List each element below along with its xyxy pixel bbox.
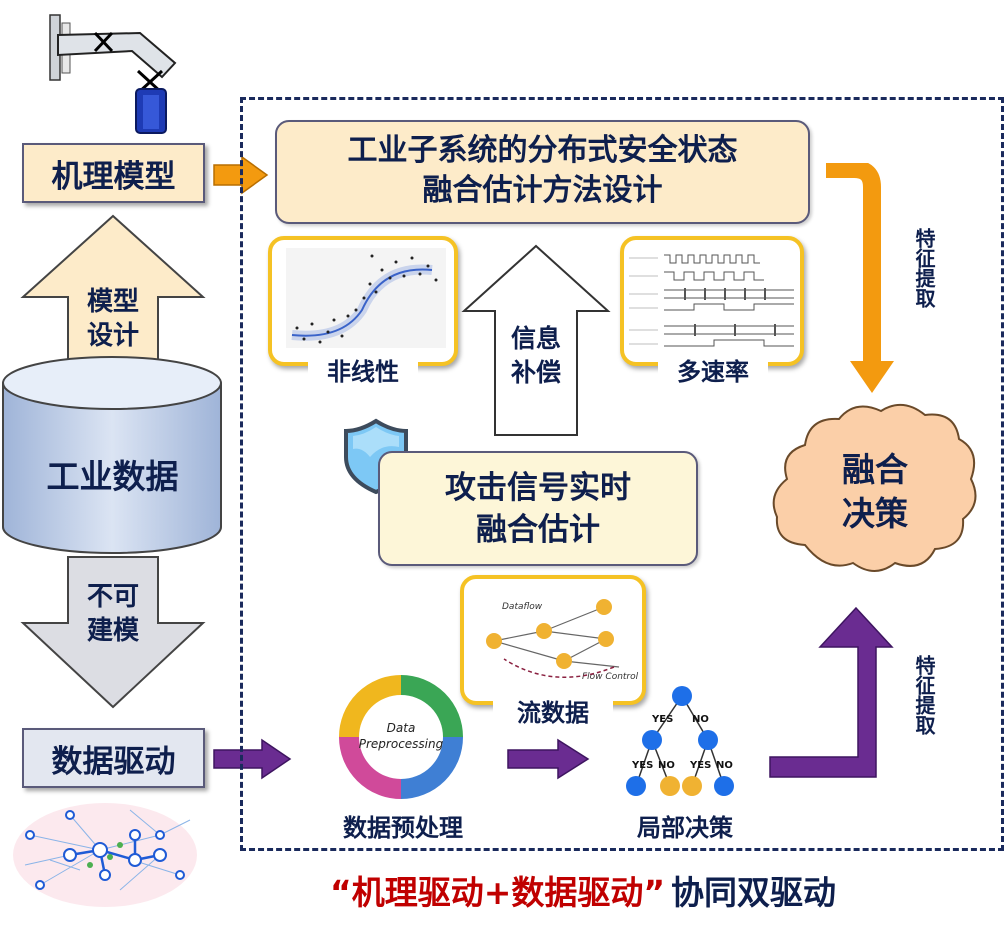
orange-feature-arrow — [826, 163, 894, 393]
tree-no-2: NO — [658, 760, 675, 771]
data-preprocessing-cycle: Data Preprocessing — [339, 675, 463, 799]
purple-mid-arrow — [507, 738, 590, 780]
dataflow-text: Dataflow — [502, 602, 543, 612]
dataflow-graph: Dataflow Flow Control — [486, 599, 639, 682]
feature-extraction-top-label: 特征提取 — [912, 228, 936, 308]
fusion-decision-cloud — [772, 404, 977, 572]
info-compensation-label: 信息 补偿 — [510, 324, 561, 387]
tree-yes-3: YES — [689, 760, 711, 771]
not-modelable-down-arrow — [20, 556, 206, 709]
feature-extraction-bottom-label: 特征提取 — [912, 655, 936, 735]
mechanism-model-box: 机理模型 — [22, 143, 205, 203]
info-compensation-up-arrow — [461, 244, 611, 436]
stream-data-thumb: Dataflow Flow Control — [460, 575, 646, 705]
database-cylinder-icon — [2, 356, 222, 554]
stream-data-label: 流数据 — [493, 693, 613, 728]
multirate-timing-diagram — [629, 254, 794, 347]
tree-yes-2: YES — [631, 760, 653, 771]
data-driven-box: 数据驱动 — [22, 728, 205, 788]
flow-control-text: Flow Control — [582, 672, 639, 682]
model-design-label: 模型 设计 — [86, 287, 139, 351]
nonlinear-scatter-plot — [286, 248, 446, 348]
footer-rest: 协同双驱动 — [671, 873, 837, 912]
purple-right-arrow — [213, 738, 292, 780]
data-preprocessing-label: 数据预处理 — [343, 814, 463, 842]
mechanism-model-label: 机理模型 — [51, 158, 176, 195]
multirate-timing-thumb — [620, 236, 804, 366]
tree-yes-1: YES — [651, 714, 673, 725]
tree-no-1: NO — [692, 714, 709, 725]
preprocessing-center-text-1: Data — [387, 721, 416, 735]
data-driven-label: 数据驱动 — [51, 743, 176, 780]
industrial-data-label: 工业数据 — [46, 457, 179, 496]
method-dashed-frame — [240, 97, 1004, 851]
nonlinear-label: 非线性 — [308, 352, 418, 387]
attack-estimation-box: 攻击信号实时 融合估计 — [378, 451, 698, 566]
purple-feature-arrow — [769, 606, 894, 778]
local-decision-label: 局部决策 — [637, 814, 733, 842]
footer-caption: “机理驱动+数据驱动”协同双驱动 — [330, 866, 980, 914]
network-graph-icon — [13, 803, 197, 907]
nonlinear-plot-thumb — [268, 236, 458, 366]
multirate-label: 多速率 — [658, 352, 768, 387]
fusion-decision-label: 融合 决策 — [842, 450, 908, 533]
tree-no-3: NO — [716, 760, 733, 771]
preprocessing-center-text-2: Preprocessing — [359, 737, 444, 751]
footer-highlight: “机理驱动+数据驱动” — [330, 873, 666, 912]
decision-tree-icon: YES NO YES NO YES NO — [626, 686, 734, 796]
method-title-box: 工业子系统的分布式安全状态 融合估计方法设计 — [275, 120, 810, 224]
not-modelable-label: 不可 建模 — [86, 582, 139, 646]
robot-arm-icon — [49, 14, 177, 134]
